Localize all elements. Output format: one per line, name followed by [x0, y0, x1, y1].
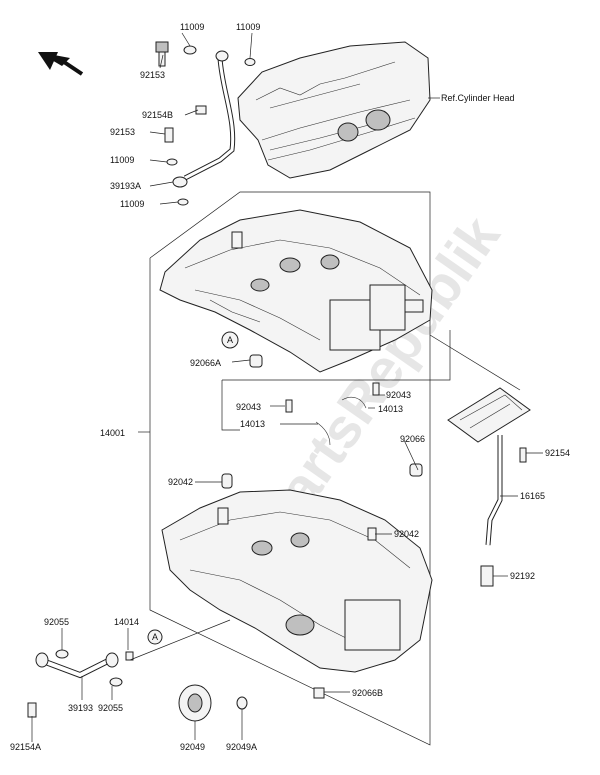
label-92049a: 92049A	[226, 742, 257, 752]
top-fittings	[155, 41, 256, 206]
oil-strainer	[447, 387, 531, 587]
label-39193a: 39193A	[110, 181, 141, 191]
label-92153-b: 92153	[110, 127, 135, 137]
label-92055-a: 92055	[44, 617, 69, 627]
direction-arrow-icon	[38, 52, 84, 76]
part-labels: 11009 11009 92153 92154B 92153 11009 391…	[10, 22, 570, 752]
label-92066a: 92066A	[190, 358, 221, 368]
label-11009-a: 11009	[180, 22, 204, 32]
callout-a-lower: A	[152, 632, 158, 642]
label-92192: 92192	[510, 571, 535, 581]
seals	[178, 684, 325, 722]
label-92043-b: 92043	[236, 402, 261, 412]
label-92043-a: 92043	[386, 390, 411, 400]
upper-crankcase	[159, 209, 433, 373]
label-92042-a: 92042	[168, 477, 193, 487]
label-92066b: 92066B	[352, 688, 383, 698]
label-14014: 14014	[114, 617, 139, 627]
cylinder-head	[237, 41, 440, 179]
label-92154a: 92154A	[10, 742, 41, 752]
lower-crankcase	[161, 463, 433, 673]
label-92042-b: 92042	[394, 529, 419, 539]
label-92066: 92066	[400, 434, 425, 444]
label-14013-a: 14013	[378, 404, 403, 414]
label-39193: 39193	[68, 703, 93, 713]
breather-linkage: A	[27, 629, 163, 718]
leader-lines	[31, 32, 543, 742]
callout-a-upper: A	[227, 335, 233, 345]
label-16165: 16165	[520, 491, 545, 501]
label-11009-c: 11009	[110, 155, 134, 165]
middle-parts: A	[221, 330, 521, 446]
label-92154: 92154	[545, 448, 570, 458]
label-14001: 14001	[100, 428, 125, 438]
label-92154b: 92154B	[142, 110, 173, 120]
assembly-bracket	[138, 191, 431, 746]
label-14013-b: 14013	[240, 419, 265, 429]
label-11009-b: 11009	[236, 22, 260, 32]
label-11009-d: 11009	[120, 199, 144, 209]
oil-pipe	[172, 50, 236, 188]
label-92055-b: 92055	[98, 703, 123, 713]
ref-cylinder-head-label: Ref.Cylinder Head	[441, 93, 515, 103]
label-92153-a: 92153	[140, 70, 165, 80]
label-92049: 92049	[180, 742, 205, 752]
